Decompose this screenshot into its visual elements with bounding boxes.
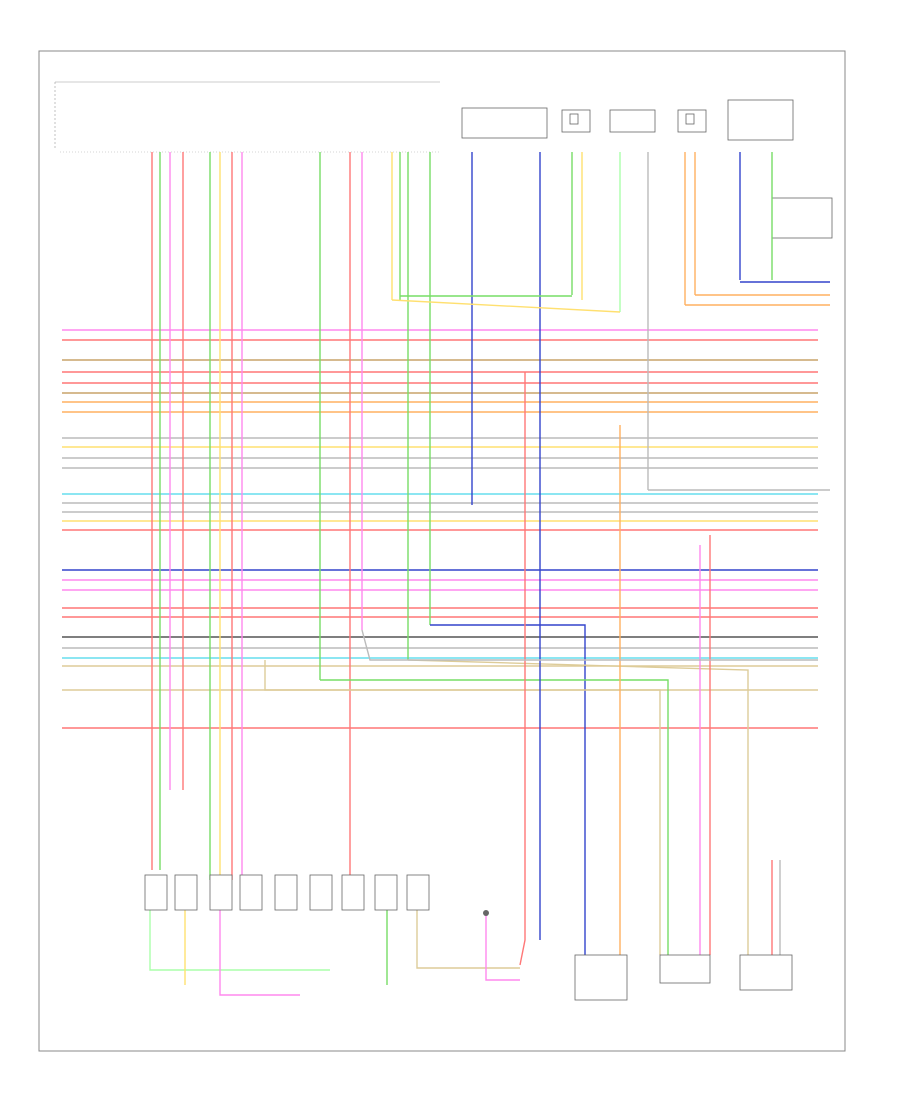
sensor-icon-2 xyxy=(685,113,695,125)
component-box-9 xyxy=(739,954,793,991)
ground-point xyxy=(483,910,489,916)
wire-58 xyxy=(407,659,749,955)
injector-box-5 xyxy=(274,874,298,911)
injector-box-7 xyxy=(341,874,365,911)
wire-73 xyxy=(219,910,300,996)
bottom-components xyxy=(144,874,398,911)
wire-harness xyxy=(62,152,830,996)
injector-box-1 xyxy=(144,874,168,911)
component-box-10 xyxy=(406,874,430,911)
injector-box-2 xyxy=(174,874,198,911)
component-box-5 xyxy=(727,99,794,141)
wire-57 xyxy=(264,660,661,955)
component-box-1 xyxy=(461,107,548,139)
injector-box-8 xyxy=(374,874,398,911)
top-components xyxy=(461,99,833,239)
wire-56 xyxy=(320,679,669,955)
wire-75 xyxy=(416,910,520,969)
injector-box-6 xyxy=(309,874,333,911)
component-box-3 xyxy=(609,109,656,133)
component-box-6 xyxy=(771,197,833,239)
wire-55 xyxy=(430,624,586,955)
diagram-frame xyxy=(38,50,846,1052)
component-box-7 xyxy=(574,954,628,1001)
pcm-connector-block xyxy=(54,81,440,153)
wire-59 xyxy=(519,372,526,966)
injector-box-3 xyxy=(209,874,233,911)
wire-76 xyxy=(485,913,520,981)
wire-53 xyxy=(391,299,621,313)
component-box-8 xyxy=(659,954,711,984)
sensor-icon-1 xyxy=(569,113,579,125)
wire-68 xyxy=(361,629,818,661)
injector-box-4 xyxy=(239,874,263,911)
wire-71 xyxy=(149,910,330,971)
bottom-right-components xyxy=(406,874,793,1001)
